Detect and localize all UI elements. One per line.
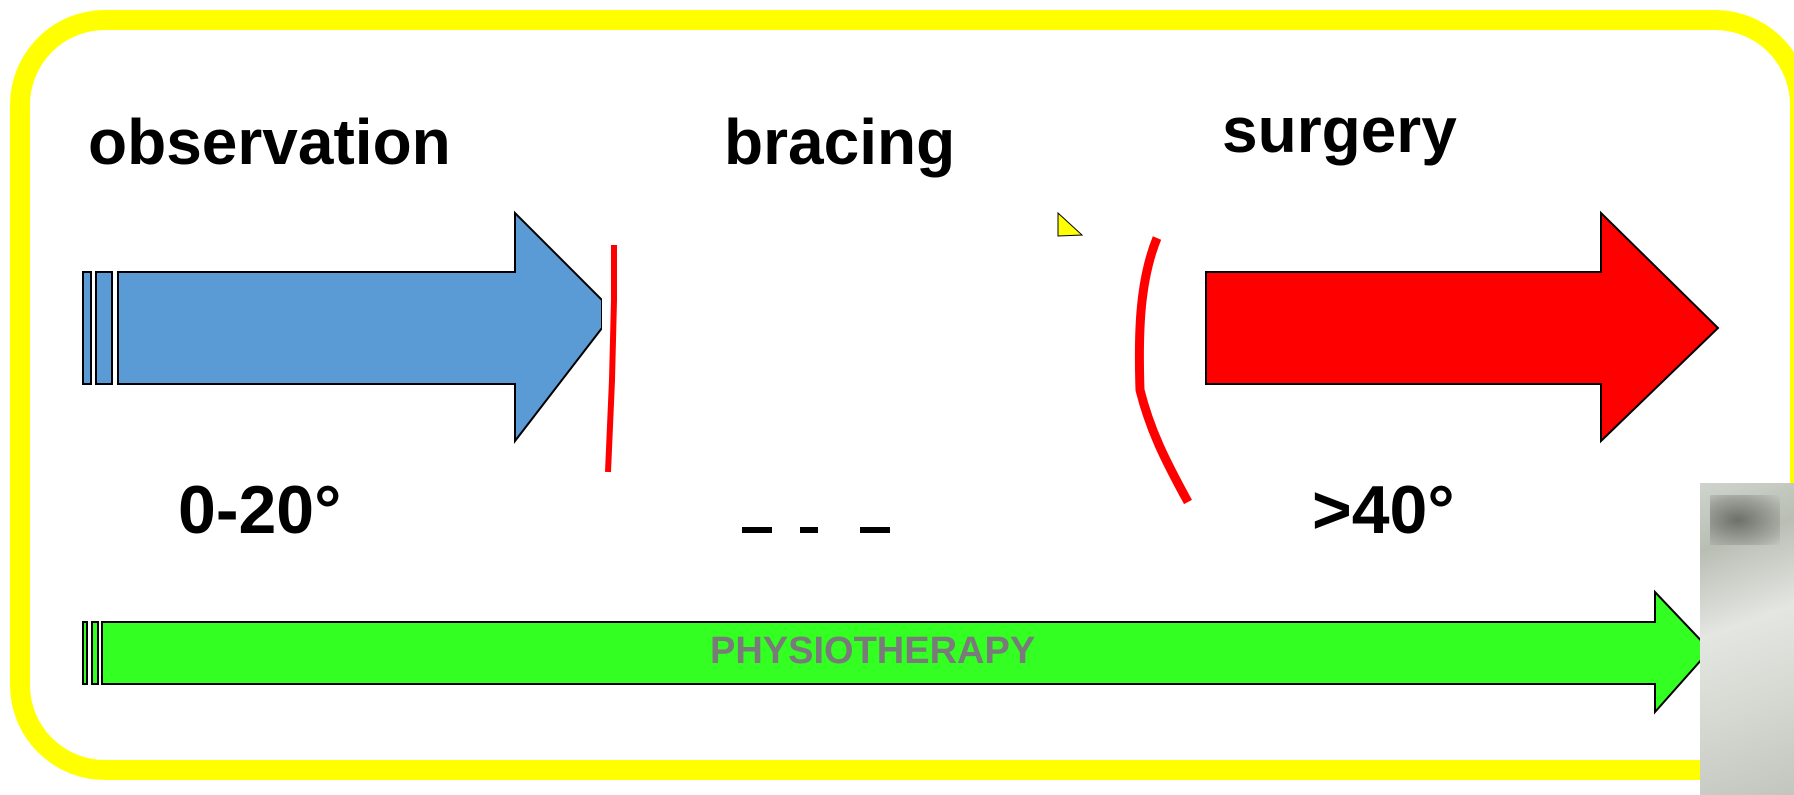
surgery-arrow (1205, 210, 1720, 444)
obscured-text-mark (860, 527, 890, 533)
photo-detail (1710, 495, 1780, 545)
stage-observation-label: observation (88, 106, 451, 178)
curve-right-icon (1134, 236, 1192, 505)
curve-left-icon (605, 245, 617, 473)
physiotherapy-arrow (82, 589, 1712, 715)
obscured-text-mark (742, 527, 772, 533)
stage-bracing-label: bracing (724, 106, 956, 178)
obscured-text-mark (800, 527, 818, 533)
physiotherapy-label: PHYSIOTHERAPY (710, 630, 1036, 672)
observation-arrow (82, 210, 603, 444)
angle-observation-label: 0-20° (178, 472, 342, 548)
stage-surgery-label: surgery (1222, 94, 1457, 166)
blank-region (602, 230, 1162, 500)
angle-surgery-label: >40° (1312, 472, 1455, 548)
yellow-triangle-icon (1057, 211, 1084, 237)
